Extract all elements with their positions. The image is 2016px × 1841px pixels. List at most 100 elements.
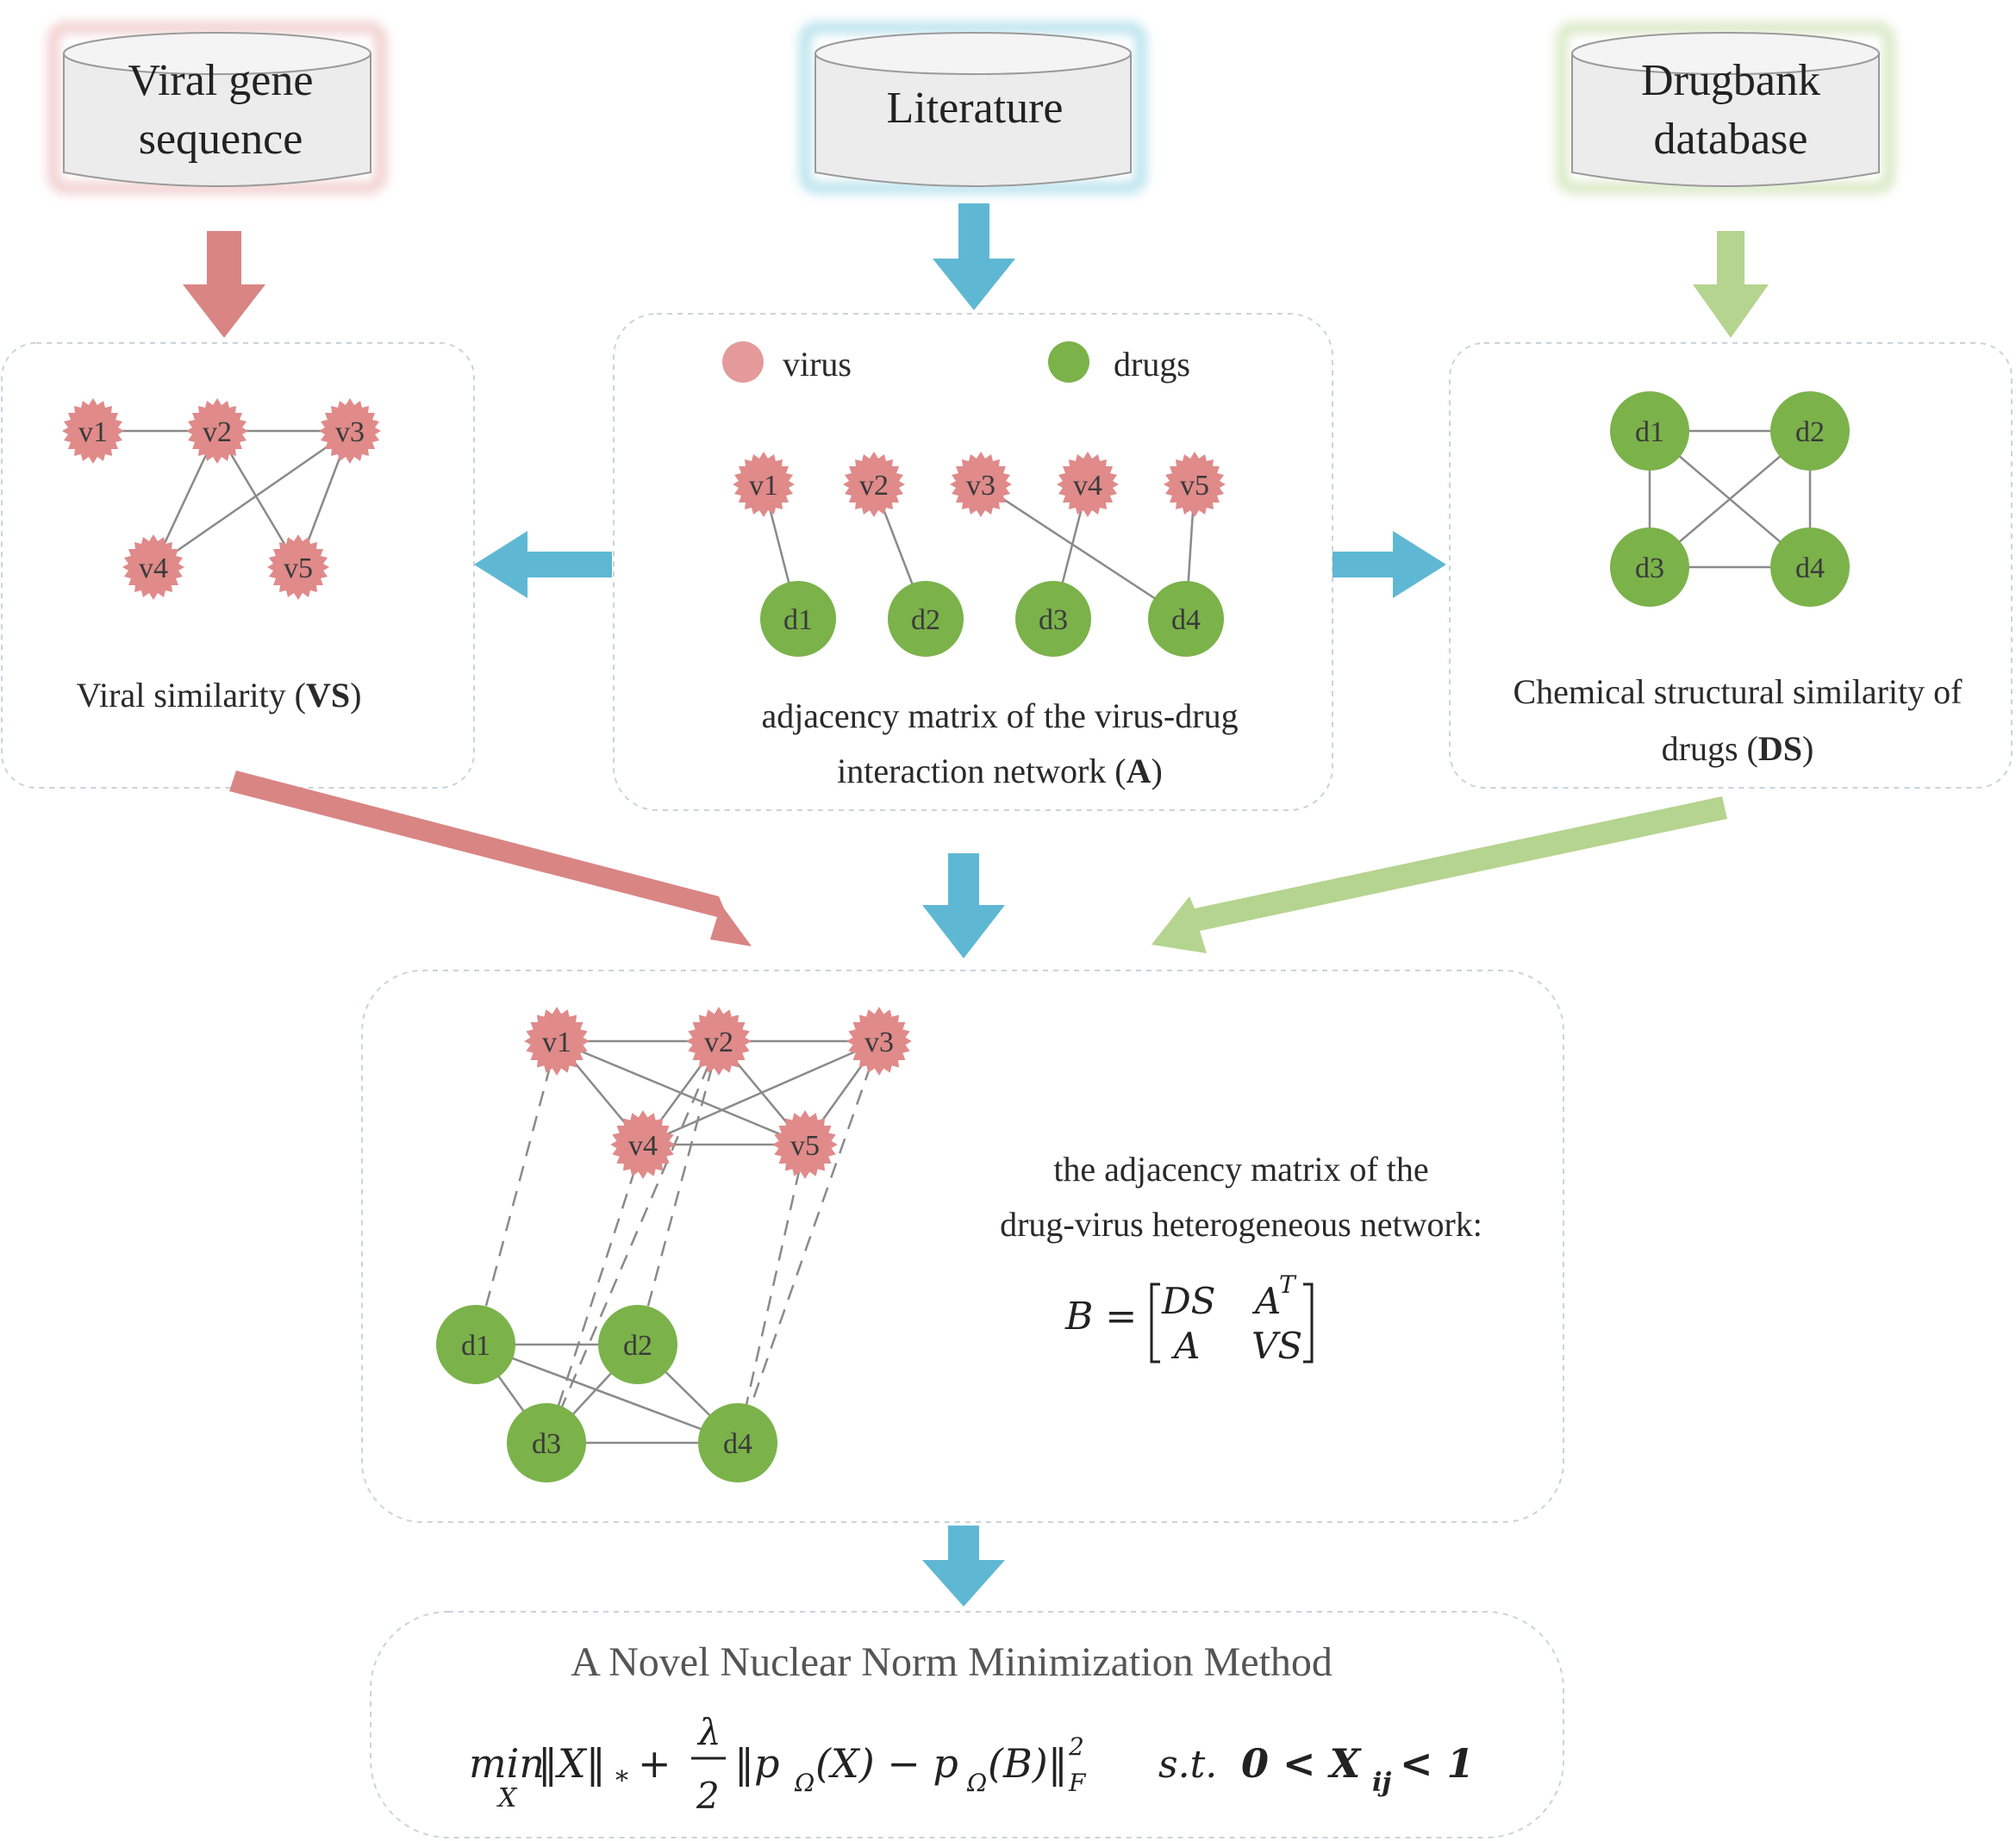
matrix-r1c1: DS [1161,1280,1215,1322]
formula-omega-1: Ω [794,1769,815,1797]
b-drug-node-3: d3 [507,1403,586,1482]
ds-node-1: d1 [1610,391,1689,471]
formula-plus: + [638,1740,671,1787]
b-virus-node-4-label: v4 [628,1130,658,1162]
vs-node-2: v2 [186,398,248,464]
legend-drugs-label: drugs [1114,345,1190,384]
vs-node-1: v1 [62,398,124,464]
a-graph: virus drugs v1 v2 v3 v4 v5 d1 d2 d3 d4 [722,341,1226,657]
ds-node-2-label: d2 [1795,416,1825,448]
legend-virus-icon [722,341,764,383]
a-caption-line1: adjacency matrix of the virus-drug [761,696,1238,735]
formula-sup2: 2 [1068,1732,1084,1761]
formula-norm-x-sub: * [615,1766,628,1796]
formula-min-sub: X [496,1783,518,1813]
matrix-r1c2-sup: T [1279,1270,1297,1299]
formula-b-arg: (B)‖ [988,1740,1068,1787]
a-virus-node-5: v5 [1164,452,1226,517]
matrix-right-bracket [1303,1282,1314,1364]
arrow-vs-to-b [229,771,752,946]
ds-node-3-label: d3 [1635,552,1664,584]
viral-gene-label-2: sequence [139,115,303,164]
a-drug-node-4-label: d4 [1171,604,1201,636]
b-virus-node-1-label: v1 [542,1027,571,1058]
b-virus-node-3-label: v3 [864,1027,894,1058]
a-virus-node-3-label: v3 [966,470,996,502]
formula-st: s.t. [1158,1743,1217,1787]
a-drug-node-3: d3 [1015,581,1091,657]
b-caption-line2: drug-virus heterogeneous network: [1000,1205,1482,1244]
viral-similarity-panel [1,342,475,789]
formula-norm-x: ‖X‖ [538,1740,606,1787]
a-virus-node-3: v3 [950,452,1012,517]
arrow-to-vs [474,531,612,598]
a-drug-node-3-label: d3 [1039,604,1068,636]
a-virus-node-4: v4 [1057,452,1119,517]
a-drug-node-1-label: d1 [783,604,813,636]
ds-node-1-label: d1 [1635,416,1664,448]
method-title: A Novel Nuclear Norm Minimization Method [571,1639,1333,1685]
formula-min: min [469,1740,545,1787]
arrow-literature-down [933,203,1015,310]
arrow-viral-down [183,231,265,338]
matrix-r1c2: A [1251,1280,1281,1322]
heterogeneous-panel [361,970,1564,1523]
drug-similarity-panel [1449,342,2013,789]
a-drug-node-1: d1 [760,581,836,657]
vs-graph: v1 v2 v3 v4 v5 [62,398,381,600]
formula-norm-expr: ‖p [734,1740,779,1787]
method-panel [370,1611,1564,1838]
vs-node-4-label: v4 [139,552,168,584]
formula-x-arg: (X) − p [815,1740,958,1787]
vs-node-3-label: v3 [335,416,365,448]
drugbank-label-2: database [1653,115,1807,164]
formula-subF: F [1068,1769,1087,1797]
a-virus-node-1-label: v1 [749,470,778,502]
drugbank-db: Drugbank database [1556,22,1895,194]
drugbank-label-1: Drugbank [1641,56,1820,105]
legend-virus-label: virus [783,345,852,384]
formula-constraint-sub: ij [1372,1768,1391,1798]
method-formula: min X ‖X‖ * + λ 2 ‖p Ω (X) − p Ω (B)‖ 2 … [469,1711,1475,1817]
formula-constraint-pre: 0 < X [1241,1740,1363,1787]
b-virus-node-5: v5 [772,1110,838,1179]
a-drug-node-4: d4 [1148,581,1224,657]
ds-node-3: d3 [1610,527,1689,607]
a-drug-node-2-label: d2 [911,604,940,636]
literature-label: Literature [887,84,1064,133]
a-caption-line2: interaction network (A) [837,752,1163,790]
formula-constraint-post: < 1 [1400,1740,1475,1787]
formula-frac-den: 2 [696,1775,720,1817]
ds-node-4-label: d4 [1795,552,1825,584]
a-virus-node-4-label: v4 [1073,470,1102,502]
b-graph: v1 v2 v3 v4 v5 d1 d2 d3 d4 [436,1007,912,1482]
b-virus-node-1: v1 [524,1007,590,1076]
b-virus-node-2-label: v2 [704,1027,733,1058]
a-virus-node-2-label: v2 [859,470,889,502]
vs-node-2-label: v2 [203,416,232,448]
vs-node-3: v3 [319,398,381,464]
arrow-ds-to-b [1152,796,1727,953]
matrix-b: B = DS A T A VS [1064,1270,1314,1367]
matrix-r2c2: VS [1251,1325,1302,1367]
b-drug-node-4-label: d4 [723,1428,752,1460]
vs-node-5-label: v5 [284,552,313,584]
a-virus-node-2: v2 [843,452,905,517]
b-drug-node-2-label: d2 [623,1330,652,1362]
viral-gene-db: Viral gene sequence [47,22,387,194]
legend-drug-icon [1048,341,1089,383]
matrix-lhs: B = [1064,1295,1137,1339]
b-virus-node-4: v4 [610,1110,676,1179]
formula-frac-num: λ [696,1711,721,1753]
vs-caption: Viral similarity (VS) [77,676,362,715]
matrix-r2c1: A [1170,1325,1200,1367]
b-drug-node-1: d1 [436,1305,515,1384]
interaction-panel [613,313,1333,811]
matrix-left-bracket [1150,1282,1160,1364]
arrow-b-to-method [922,1526,1005,1607]
b-drug-node-1-label: d1 [461,1330,490,1362]
b-virus-node-3: v3 [846,1007,912,1076]
b-virus-node-5-label: v5 [790,1130,820,1162]
ds-node-2: d2 [1770,391,1850,471]
